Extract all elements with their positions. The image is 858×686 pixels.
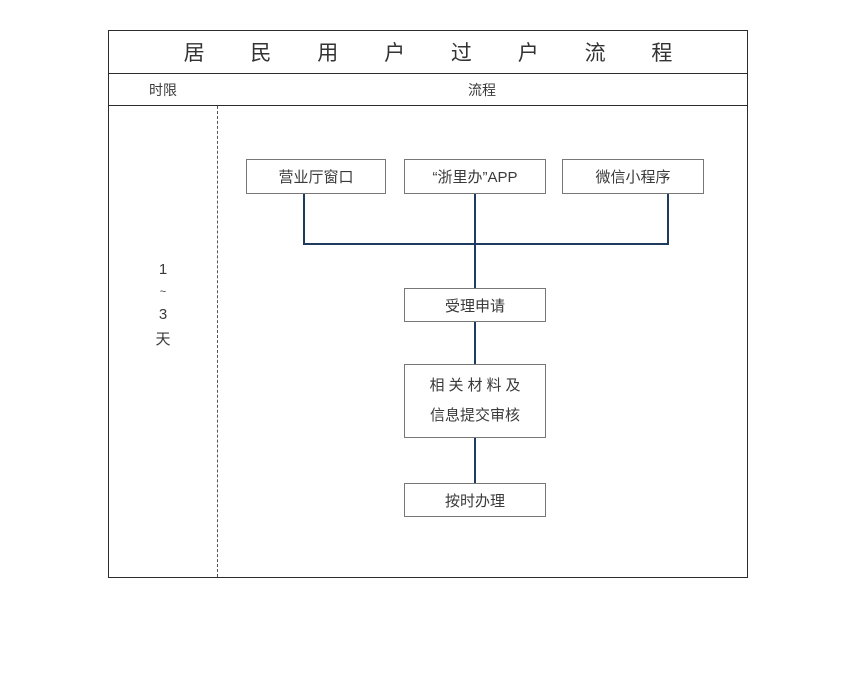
time-limit-unit: 天: [155, 330, 171, 348]
flow-diagram: 营业厅窗口 “浙里办”APP 微信小程序 受理申请 相关材料及 信息提交审核 按…: [217, 106, 747, 577]
column-header-time-limit: 时限: [149, 81, 177, 98]
time-limit-from: 1: [158, 260, 168, 278]
node-label-line2: 信息提交审核: [429, 407, 520, 424]
node-label: 营业厅窗口: [278, 169, 354, 186]
node-label: 按时办理: [444, 492, 505, 510]
page-title: 居 民 用 户 过 户 流 程: [183, 42, 693, 65]
node-label-line1: 相关材料及: [429, 377, 525, 394]
flow-connectors: [303, 194, 669, 483]
node-label: “浙里办”APP: [432, 169, 518, 186]
node-service-hall-window[interactable]: 营业厅窗口: [246, 159, 386, 194]
node-wechat-miniprogram[interactable]: 微信小程序: [562, 159, 704, 194]
node-label: 受理申请: [444, 297, 505, 315]
node-zhelegnban-app[interactable]: “浙里办”APP: [404, 159, 546, 194]
node-label: 微信小程序: [595, 169, 671, 186]
time-limit-separator: ~: [159, 285, 167, 298]
column-header-row: 时限 流程: [109, 74, 747, 106]
node-process-on-time[interactable]: 按时办理: [404, 483, 546, 517]
column-header-flow: 流程: [468, 81, 496, 98]
node-submit-materials-review[interactable]: 相关材料及 信息提交审核: [404, 364, 546, 438]
page-title-row: 居 民 用 户 过 户 流 程: [109, 31, 747, 74]
node-accept-application[interactable]: 受理申请: [404, 288, 546, 322]
column-divider: [217, 106, 218, 577]
time-limit-cell: 1 ~ 3 天: [109, 106, 217, 577]
time-limit-to: 3: [158, 305, 168, 323]
flow-chart-table: 居 民 用 户 过 户 流 程 时限 流程 1 ~ 3 天: [108, 30, 748, 578]
